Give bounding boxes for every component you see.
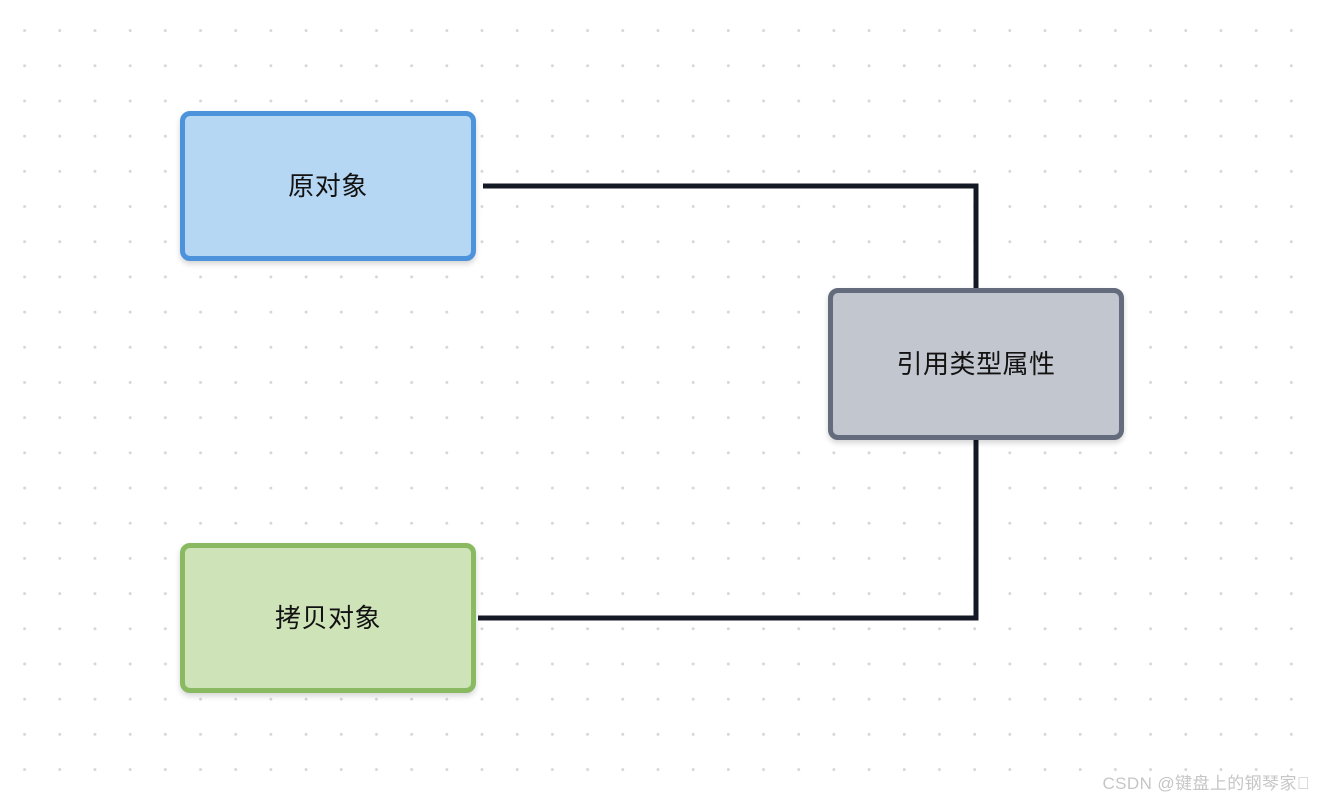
node-copy-object-label: 拷贝对象: [274, 603, 381, 633]
watermark-text: CSDN @键盘上的钢琴家􀀀: [1102, 774, 1310, 793]
node-reference-type-property-label: 引用类型属性: [896, 349, 1056, 379]
node-copy-object[interactable]: 拷贝对象: [180, 543, 476, 693]
edge-reference-to-copy: [478, 438, 979, 621]
node-reference-type-property[interactable]: 引用类型属性: [828, 288, 1124, 440]
node-original-object[interactable]: 原对象: [180, 111, 476, 261]
edge-original-to-reference: [483, 183, 979, 290]
node-original-object-label: 原对象: [288, 171, 368, 201]
